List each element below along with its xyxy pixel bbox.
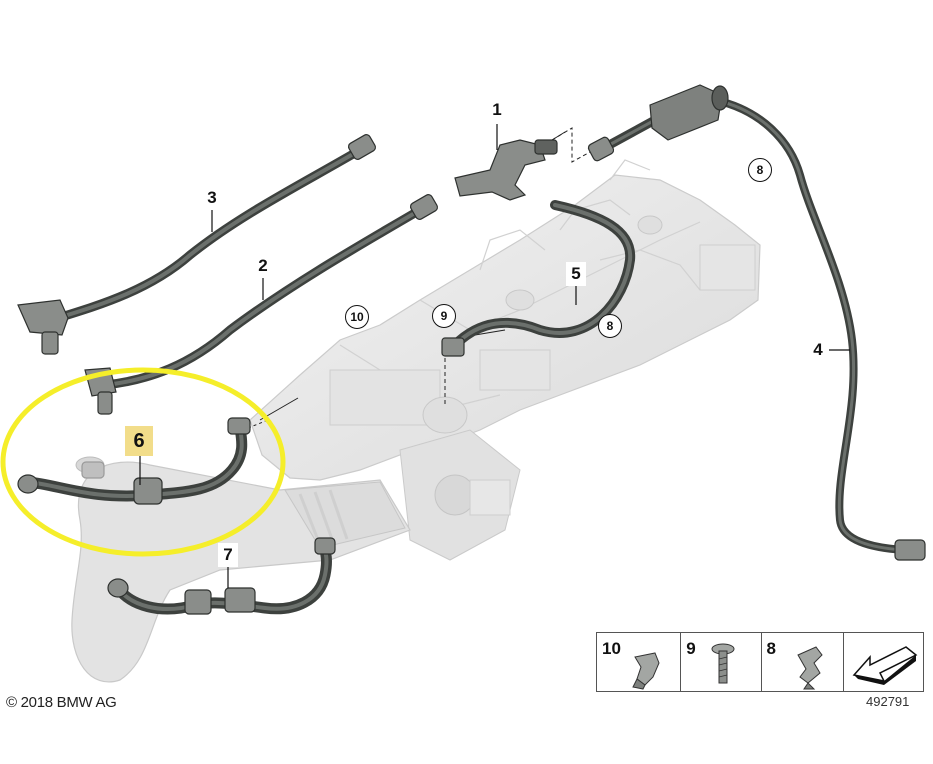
screw-icon [711, 643, 735, 684]
callout-4[interactable]: 4 [808, 338, 828, 362]
circled-callout-8-mid[interactable]: 8 [598, 314, 622, 338]
legend-item-8[interactable]: 8 [762, 633, 844, 691]
legend-item-number: 9 [686, 639, 696, 658]
callout-1[interactable]: 1 [487, 98, 507, 122]
direction-arrow-icon [852, 646, 918, 685]
legend-arrow-cell [844, 633, 923, 691]
legend-item-9[interactable]: 9 [681, 633, 762, 691]
circled-callout-10[interactable]: 10 [345, 305, 369, 329]
legend-item-number: 10 [602, 639, 621, 658]
clip-icon [632, 652, 660, 690]
hoses [22, 96, 909, 615]
callout-5[interactable]: 5 [566, 262, 586, 286]
fittings [17, 84, 926, 615]
callout-7[interactable]: 7 [218, 543, 238, 567]
diagram-number: 492791 [866, 694, 910, 709]
legend-item-10[interactable]: 10 [597, 633, 682, 691]
copyright-notice: © 2018 BMW AG [6, 694, 117, 711]
parts-legend: 10 9 8 [596, 632, 924, 692]
legend-item-number: 8 [766, 639, 776, 658]
circled-callout-8-top[interactable]: 8 [748, 158, 772, 182]
circled-callout-9[interactable]: 9 [432, 304, 456, 328]
callout-6[interactable]: 6 [125, 426, 153, 456]
callout-2[interactable]: 2 [253, 254, 273, 278]
highlight-ellipse [0, 367, 286, 557]
callout-3[interactable]: 3 [202, 186, 222, 210]
bracket-clip-icon [796, 646, 823, 690]
intake-pipe [71, 456, 411, 683]
